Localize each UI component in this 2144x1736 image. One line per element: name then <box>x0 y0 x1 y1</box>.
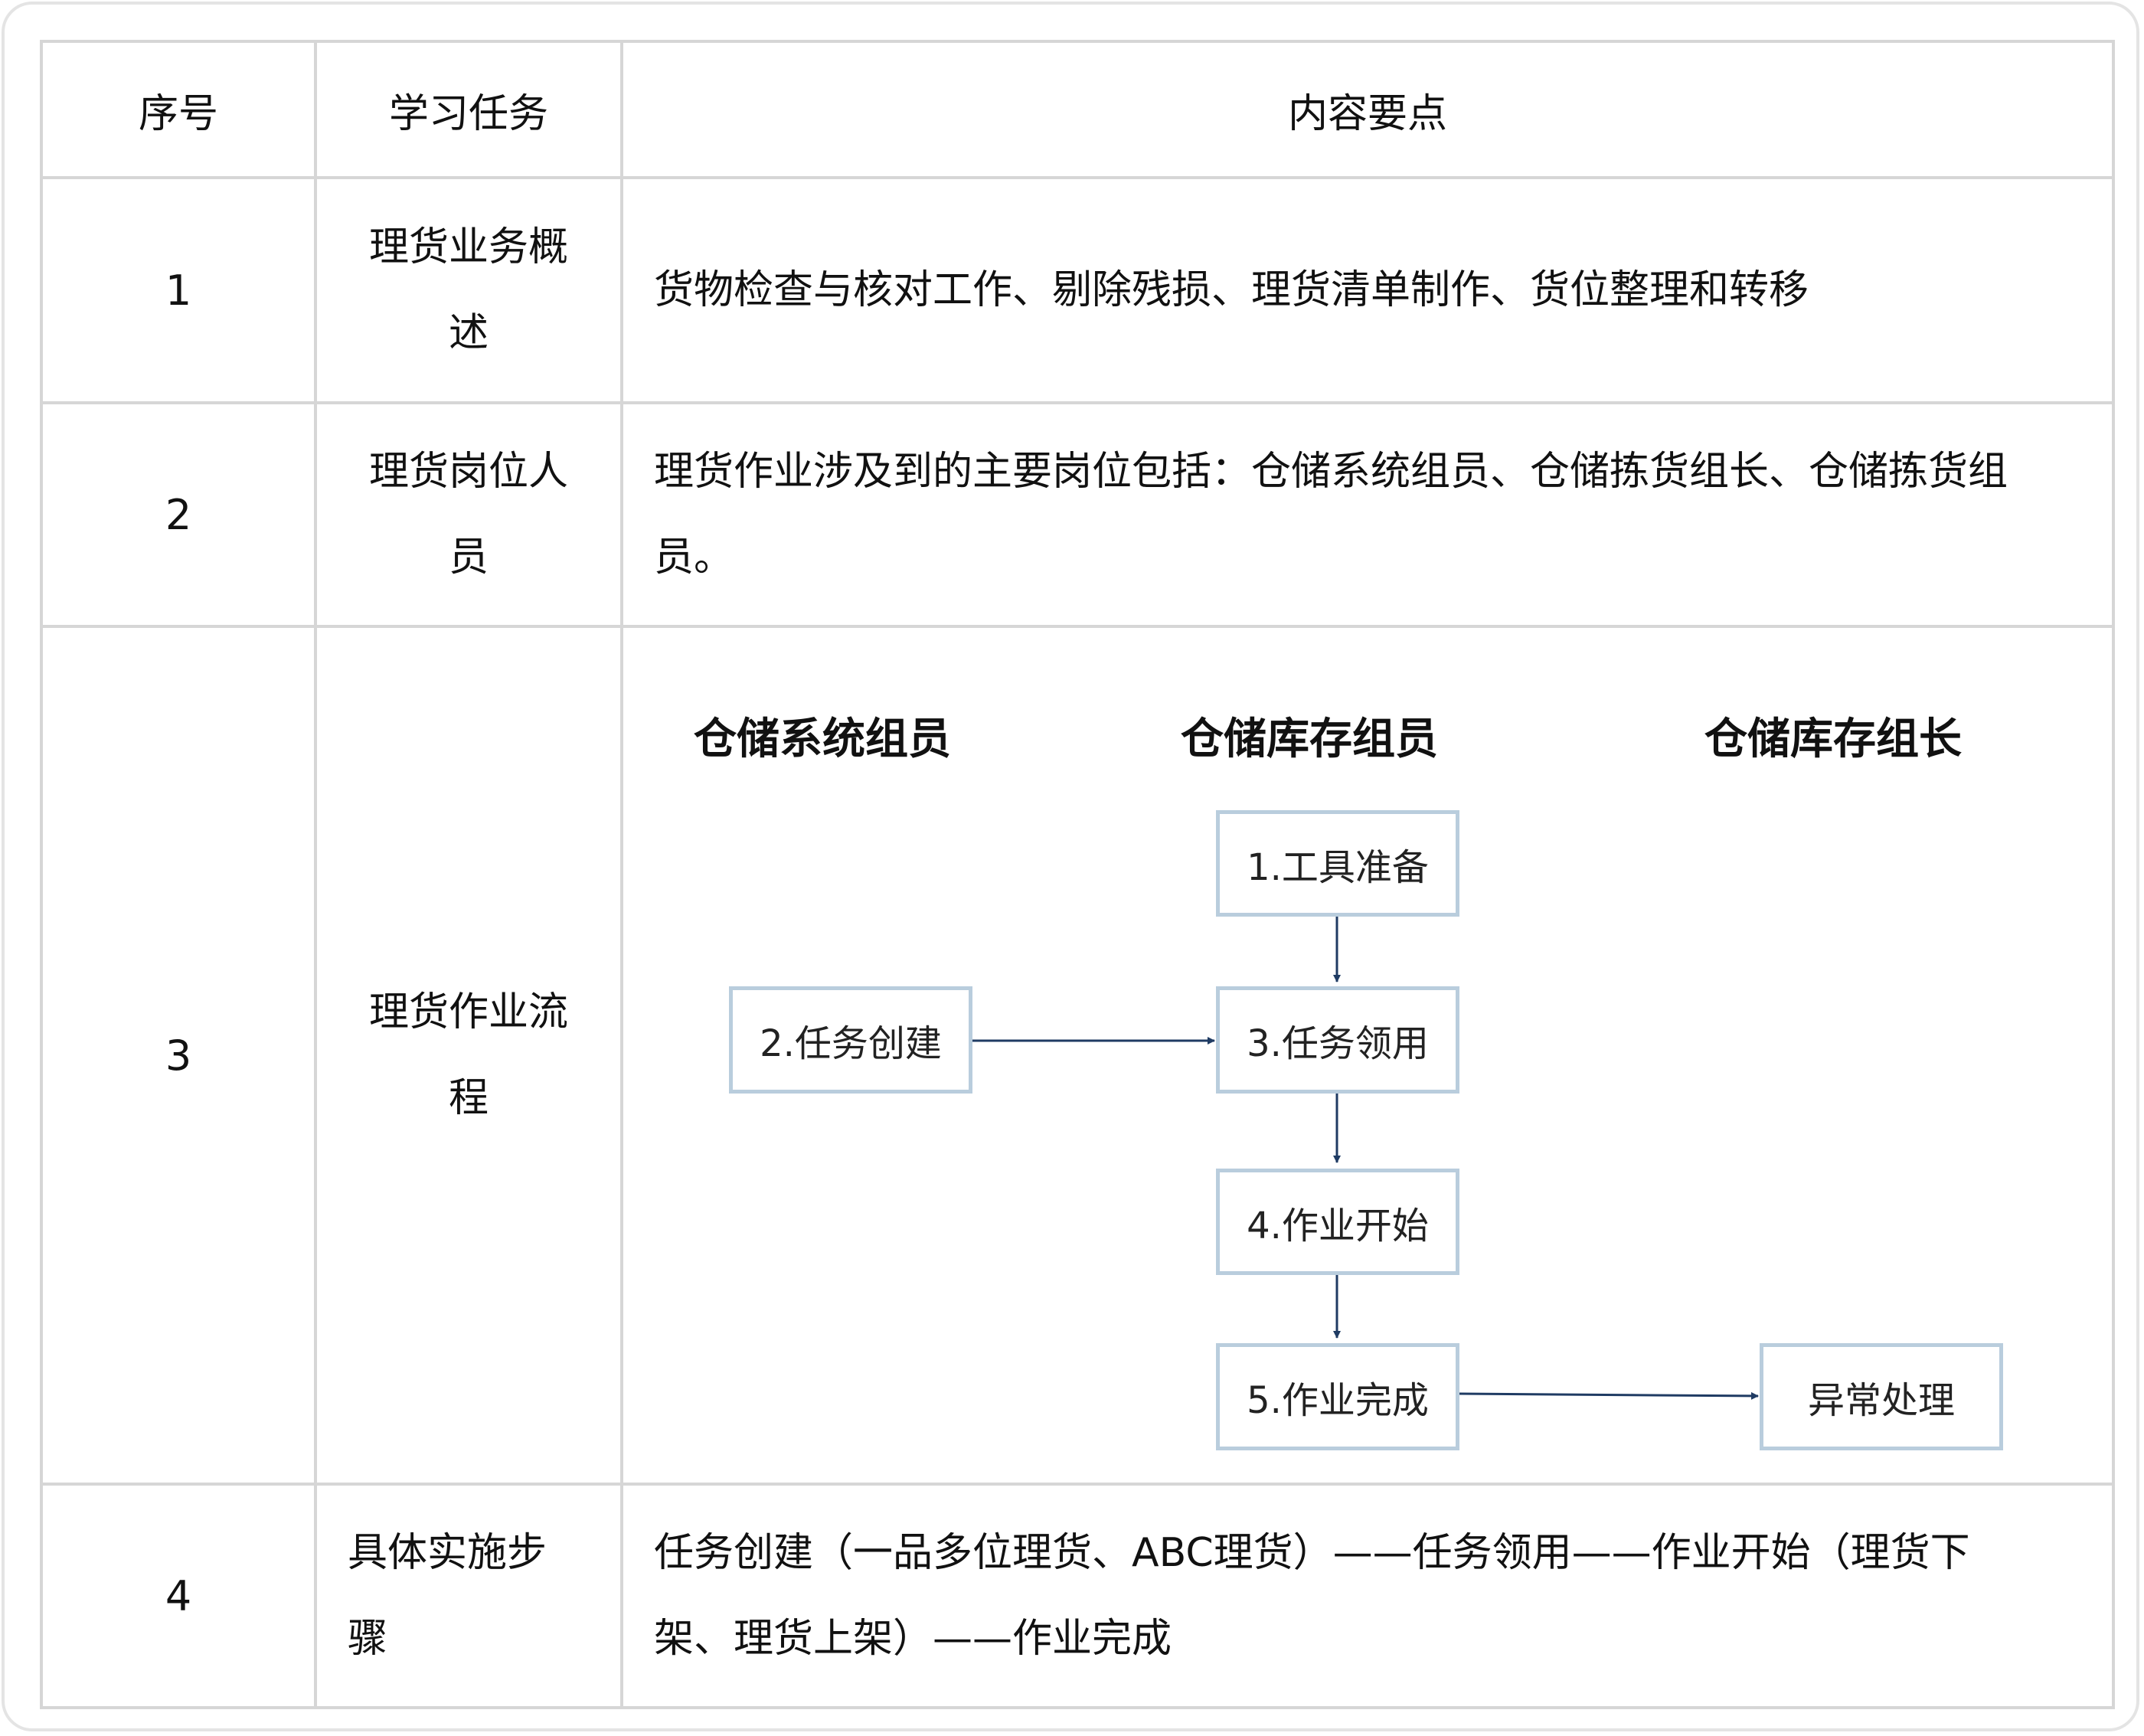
row4-content-line1: 任务创建（一品多位理货、ABC理货）——任务领用——作业开始（理货下 <box>654 1530 1970 1576</box>
header-content: 内容要点 <box>1287 90 1447 137</box>
row2-task-line1: 理货岗位人 <box>368 449 568 495</box>
step-work-complete: 5.作业完成 <box>1216 1343 1459 1450</box>
table-border-bottom <box>40 1706 2115 1709</box>
step-tool-prep: 1.工具准备 <box>1216 810 1459 917</box>
step-task-create: 2.任务创建 <box>729 986 972 1094</box>
flow-arrows <box>972 917 1759 1400</box>
row2-content-cell: 理货作业涉及到的主要岗位包括：仓储系统组员、仓储拣货组长、仓储拣货组 员。 <box>623 404 2112 625</box>
row1-task-line1: 理货业务概 <box>368 224 568 270</box>
row1-task-cell: 理货业务概 述 <box>317 179 620 401</box>
table-border-right <box>2112 40 2115 1709</box>
role-inventory-leader: 仓储库存组长 <box>1704 714 1962 764</box>
arrow-5-to-exception <box>1459 1391 1759 1400</box>
step-work-start: 4.作业开始 <box>1216 1169 1459 1275</box>
row2-task-line2: 员 <box>448 535 489 580</box>
table-border-top <box>40 40 2115 43</box>
row1-serial: 1 <box>165 266 192 315</box>
row2-content: 理货作业涉及到的主要岗位包括：仓储系统组员、仓储拣货组长、仓储拣货组 员。 <box>654 429 2008 600</box>
row4-task: 具体实施步 骤 <box>348 1510 547 1682</box>
column-divider-1 <box>314 40 317 1709</box>
row2-task: 理货岗位人 员 <box>369 429 568 600</box>
row-divider-4 <box>40 1483 2115 1486</box>
row2-content-line1: 理货作业涉及到的主要岗位包括：仓储系统组员、仓储拣货组长、仓储拣货组 <box>654 449 2008 495</box>
row4-content-line2: 架、理货上架）——作业完成 <box>654 1616 1172 1662</box>
workflow-diagram: 仓储系统组员 仓储库存组员 仓储库存组长 1.工具准 <box>623 628 2112 1483</box>
row4-task-line2: 骤 <box>348 1616 388 1662</box>
step-task-claim: 3.任务领用 <box>1216 986 1459 1094</box>
row-divider-1 <box>40 176 2115 179</box>
row3-task-line1: 理货作业流 <box>368 989 568 1035</box>
role-system-member: 仓储系统组员 <box>694 714 951 764</box>
row2-task-cell: 理货岗位人 员 <box>317 404 620 625</box>
row-divider-2 <box>40 401 2115 404</box>
row4-task-line1: 具体实施步 <box>348 1530 547 1576</box>
row3-task: 理货作业流 程 <box>369 969 568 1141</box>
content-table: 序号 学习任务 内容要点 1 理货业务概 述 货物检查与核对工作、剔除残损、理货… <box>40 40 2115 1709</box>
header-serial: 序号 <box>138 90 218 137</box>
row1-task-line2: 述 <box>448 310 489 356</box>
row4-content: 任务创建（一品多位理货、ABC理货）——任务领用——作业开始（理货下 架、理货上… <box>654 1510 1970 1682</box>
step-exception-handling: 异常处理 <box>1760 1343 2003 1450</box>
row2-content-line2: 员。 <box>654 535 734 580</box>
row3-task-cell: 理货作业流 程 <box>317 628 620 1483</box>
role-inventory-member: 仓储库存组员 <box>1181 714 1438 764</box>
row1-task: 理货业务概 述 <box>369 204 568 376</box>
row4-task-cell: 具体实施步 骤 <box>317 1486 620 1706</box>
row2-serial: 2 <box>165 490 192 539</box>
row3-task-line2: 程 <box>448 1075 489 1121</box>
row1-content: 货物检查与核对工作、剔除残损、理货清单制作、货位整理和转移 <box>654 267 1809 313</box>
row-divider-3 <box>40 625 2115 628</box>
column-divider-2 <box>620 40 623 1709</box>
table-border-left <box>40 40 43 1709</box>
row3-serial: 3 <box>165 1031 192 1080</box>
row4-serial: 4 <box>165 1571 192 1620</box>
header-task: 学习任务 <box>388 90 548 137</box>
row4-content-cell: 任务创建（一品多位理货、ABC理货）——任务领用——作业开始（理货下 架、理货上… <box>623 1486 2112 1706</box>
